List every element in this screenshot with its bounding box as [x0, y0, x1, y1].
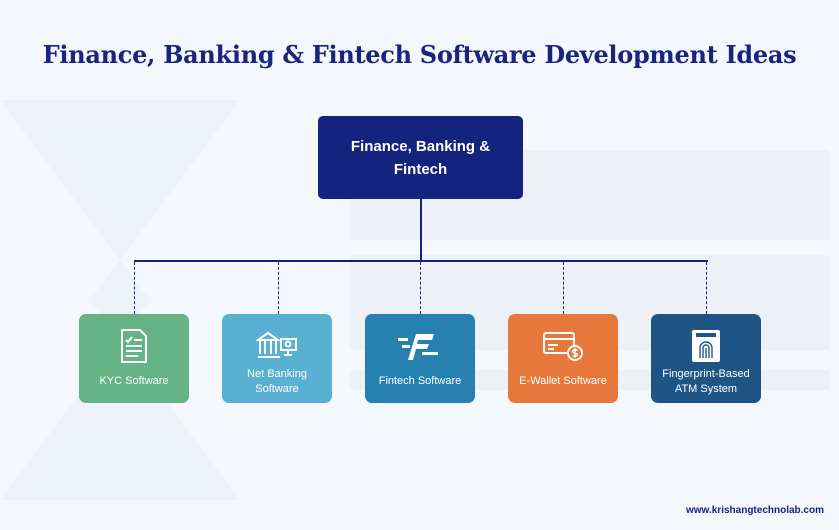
- connector-line: [420, 199, 422, 262]
- node-label: Net Banking Software: [247, 367, 307, 395]
- node-net-banking-software: Net Banking Software: [222, 314, 332, 403]
- card-dollar-icon: [542, 326, 584, 366]
- dashed-connector: [420, 262, 421, 314]
- bank-monitor-icon: [256, 326, 298, 366]
- root-node: Finance, Banking & Fintech: [318, 116, 523, 199]
- page-title: Finance, Banking & Fintech Software Deve…: [42, 40, 797, 69]
- logo-chevron-watermark: [0, 100, 240, 500]
- node-kyc-software: KYC Software: [79, 314, 189, 403]
- node-fintech-software: Fintech Software: [365, 314, 475, 403]
- node-label: E-Wallet Software: [519, 375, 607, 387]
- dashed-connector: [278, 262, 279, 314]
- node-label: Fintech Software: [378, 375, 462, 387]
- fingerprint-atm-icon: [690, 326, 722, 366]
- dashed-connector: [563, 262, 564, 314]
- dashed-connector: [706, 262, 707, 314]
- node-label: KYC Software: [99, 375, 169, 387]
- document-checklist-icon: [120, 326, 148, 366]
- website-link[interactable]: www.krishangtechnolab.com: [686, 505, 824, 516]
- node-label: Fingerprint-Based ATM System: [662, 367, 750, 395]
- dashed-connector: [134, 262, 135, 314]
- fintech-f-icon: [396, 326, 444, 366]
- node-fingerprint-atm-system: Fingerprint-Based ATM System: [651, 314, 761, 403]
- connector-line: [134, 260, 708, 262]
- node-e-wallet-software: E-Wallet Software: [508, 314, 618, 403]
